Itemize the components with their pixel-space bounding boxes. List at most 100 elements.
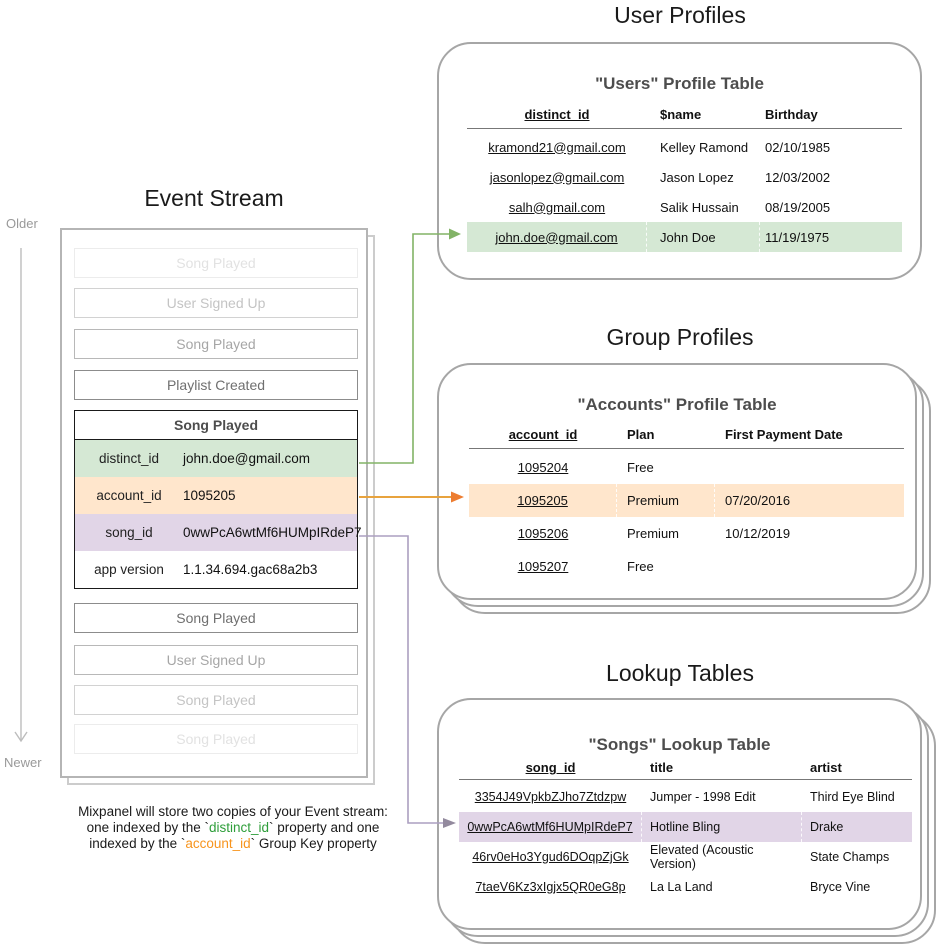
cell-title: Hotline Bling <box>642 812 802 842</box>
event-card: Song Played <box>74 724 358 754</box>
highlighted-table-row: 1095205 Premium 07/20/2016 <box>469 484 904 517</box>
column-header: Birthday <box>765 107 818 122</box>
cell-song-id: 7taeV6Kz3xIgjx5QR0eG8p <box>475 880 626 894</box>
cell-song-id: 0wwPcA6wtMf6HUMpIRdeP7 <box>459 812 642 842</box>
cell-birthday: 11/19/1975 <box>765 229 830 245</box>
cell-plan: Free <box>627 460 654 475</box>
timeline-older-label: Older <box>6 216 38 231</box>
column-header: First Payment Date <box>725 427 843 442</box>
cell-first-payment-date: 07/20/2016 <box>725 493 791 508</box>
cell-title: Elevated (Acoustic Version) <box>650 843 754 871</box>
active-event-card: Song Played distinct_id john.doe@gmail.c… <box>74 410 362 589</box>
table-row: 3354J49VpkbZJho7Ztdzpw Jumper - 1998 Edi… <box>459 782 912 812</box>
cell-birthday: 12/03/2002 <box>765 169 831 185</box>
event-card: Song Played <box>74 603 358 633</box>
cell-song-id: 46rv0eHo3Ygud6DOqpZjGk <box>472 850 629 864</box>
column-header: distinct_id <box>524 107 590 122</box>
property-key: distinct_id <box>98 451 160 466</box>
user-profiles-section-title: User Profiles <box>614 2 746 28</box>
table-row: 1095206 Premium 10/12/2019 <box>469 517 904 550</box>
caption-line-3: indexed by the `account_id` Group Key pr… <box>89 836 377 851</box>
lookup-tables-section-title: Lookup Tables <box>606 660 754 686</box>
column-header: Plan <box>627 427 655 442</box>
column-header: $name <box>660 107 702 122</box>
cell-song-id: 3354J49VpkbZJho7Ztdzpw <box>474 790 627 804</box>
column-header: title <box>650 760 674 775</box>
caption-line-1: Mixpanel will store two copies of your E… <box>78 804 388 819</box>
cell-distinct-id: jasonlopez@gmail.com <box>489 169 625 185</box>
event-card: User Signed Up <box>74 288 358 318</box>
cell-artist: Drake <box>810 820 844 834</box>
property-key: account_id <box>96 488 162 503</box>
table-row: 7taeV6Kz3xIgjx5QR0eG8p La La Land Bryce … <box>459 872 912 902</box>
cell-plan: Premium <box>627 526 680 541</box>
cell-artist: Bryce Vine <box>810 880 871 894</box>
cell-title: La La Land <box>650 880 713 894</box>
caption-line-2: one indexed by the `distinct_id` propert… <box>86 820 380 835</box>
cell-account-id: 1095207 <box>517 559 569 574</box>
table-row: salh@gmail.com Salik Hussain 08/19/2005 <box>467 192 902 222</box>
cell-account-id: 1095204 <box>517 460 569 475</box>
accounts-table-title: "Accounts" Profile Table <box>577 395 777 414</box>
cell-distinct-id: salh@gmail.com <box>508 199 606 215</box>
cell-title: Jumper - 1998 Edit <box>650 790 756 804</box>
event-property-distinct-id: distinct_id john.doe@gmail.com <box>75 440 357 477</box>
songs-table-title: "Songs" Lookup Table <box>588 735 771 754</box>
property-value: 1095205 <box>183 488 236 503</box>
cell-name: John Doe <box>647 222 760 252</box>
accounts-profile-card: "Accounts" Profile Table account_id Plan… <box>437 363 917 600</box>
caption-keyword-account-id: account_id <box>185 836 251 851</box>
cell-name: Salik Hussain <box>660 199 739 215</box>
event-card: Song Played <box>74 685 358 715</box>
group-profiles-section-title: Group Profiles <box>606 324 754 350</box>
cell-first-payment-date: 10/12/2019 <box>725 526 791 541</box>
property-value: 0wwPcA6wtMf6HUMpIRdeP7 <box>183 525 362 540</box>
cell-plan: Free <box>627 559 654 574</box>
users-table-title: "Users" Profile Table <box>595 74 764 93</box>
songs-lookup-card: "Songs" Lookup Table song_id title artis… <box>437 698 922 930</box>
cell-artist: Third Eye Blind <box>810 790 895 804</box>
event-card: User Signed Up <box>74 645 358 675</box>
event-property-app-version: app version 1.1.34.694.gac68a2b3 <box>75 551 357 588</box>
event-card: Song Played <box>74 329 358 359</box>
users-table-header-row: distinct_id $name Birthday <box>467 106 902 129</box>
cell-birthday: 08/19/2005 <box>765 199 831 215</box>
timeline-newer-label: Newer <box>4 755 42 770</box>
table-row: 1095207 Free <box>469 550 904 583</box>
highlighted-table-row: 0wwPcA6wtMf6HUMpIRdeP7 Hotline Bling Dra… <box>459 812 912 842</box>
highlighted-table-row: john.doe@gmail.com John Doe 11/19/1975 <box>467 222 902 252</box>
cell-account-id: 1095206 <box>517 526 569 541</box>
users-profile-card: "Users" Profile Table distinct_id $name … <box>437 42 922 280</box>
active-event-title: Song Played <box>75 411 357 440</box>
cell-distinct-id: kramond21@gmail.com <box>488 139 626 155</box>
event-property-account-id: account_id 1095205 <box>75 477 357 514</box>
property-key: app version <box>94 562 164 577</box>
songs-table-header-row: song_id title artist <box>459 760 912 780</box>
cell-account-id: 1095205 <box>469 484 617 517</box>
event-property-song-id: song_id 0wwPcA6wtMf6HUMpIRdeP7 <box>75 514 362 551</box>
event-card: Playlist Created <box>74 370 358 400</box>
cell-birthday: 02/10/1985 <box>765 139 831 155</box>
property-value: john.doe@gmail.com <box>183 451 311 466</box>
cell-plan: Premium <box>617 484 715 517</box>
column-header: artist <box>810 760 842 775</box>
event-card: Song Played <box>74 248 358 278</box>
event-stream-title: Event Stream <box>144 185 284 211</box>
cell-name: Jason Lopez <box>660 169 734 185</box>
property-key: song_id <box>105 525 153 540</box>
table-row: 46rv0eHo3Ygud6DOqpZjGk Elevated (Acousti… <box>459 842 912 872</box>
cell-distinct-id: john.doe@gmail.com <box>467 222 647 252</box>
table-row: kramond21@gmail.com Kelley Ramond 02/10/… <box>467 132 902 162</box>
cell-artist: State Champs <box>810 850 890 864</box>
accounts-table-header-row: account_id Plan First Payment Date <box>469 427 904 449</box>
column-header: song_id <box>525 760 576 775</box>
caption-keyword-distinct-id: distinct_id <box>208 820 270 835</box>
table-row: 1095204 Free <box>469 451 904 484</box>
timeline-arrow <box>14 248 28 743</box>
event-stream-box: Song Played User Signed Up Song Played P… <box>60 228 368 778</box>
table-row: jasonlopez@gmail.com Jason Lopez 12/03/2… <box>467 162 902 192</box>
column-header: account_id <box>508 427 578 442</box>
property-value: 1.1.34.694.gac68a2b3 <box>183 562 318 577</box>
cell-name: Kelley Ramond <box>660 139 749 155</box>
